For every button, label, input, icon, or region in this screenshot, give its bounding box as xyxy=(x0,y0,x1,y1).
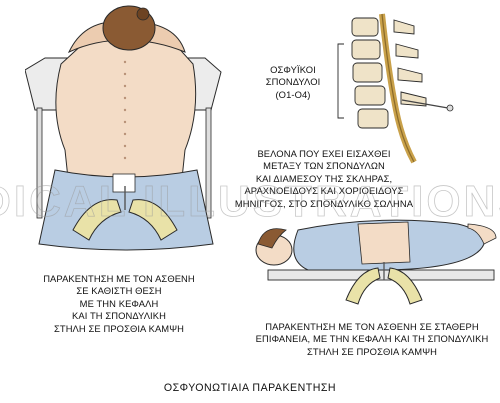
caption-line: ΑΡΑΧΝΟΕΙΔΟΥΣ ΚΑΙ ΧΟΡΙΟΕΙΔΟΥΣ xyxy=(244,185,404,197)
exam-table xyxy=(267,269,495,281)
hair-bun xyxy=(136,7,150,21)
sterile-drape xyxy=(112,173,136,193)
lying-position-label: ΠΑΡΑΚΕΝΤΗΣΗ ΜΕ ΤΟΝ ΑΣΘΕΝΗ ΣΕ ΣΤΑΘΕΡΗ ΕΠΙ… xyxy=(248,321,496,358)
stand-leg-right xyxy=(205,107,212,219)
caption-line: ΜΗΝΙΓΓΟΣ, ΣΤΟ ΣΠΟΝΔΥΛΙΚΟ ΣΩΛΗΝΑ xyxy=(234,197,414,209)
caption-line: ΚΑΙ ΤΗ ΣΠΟΝΔΥΛΙΚΗ xyxy=(72,310,166,322)
lumbar-spine-illustration xyxy=(337,13,454,164)
spine-line xyxy=(123,60,127,160)
patient-feet xyxy=(467,223,497,245)
caption-line: ΠΑΡΑΚΕΝΤΗΣΗ ΜΕ ΤΟΝ ΑΣΘΕΝΗ xyxy=(43,273,195,284)
caption-line: ΣΕ ΚΑΘΙΣΤΗ ΘΕΣΗ xyxy=(76,285,162,297)
caption-line: ΚΑΙ ΔΙΑΜΕΣΟΥ ΤΗΣ ΣΚΛΗΡΑΣ, xyxy=(255,172,393,184)
caption-line: ΟΣΦΥΪΚΟΙ xyxy=(270,64,316,75)
lumbar-vertebrae-label: ΟΣΦΥΪΚΟΙ ΣΠΟΝΔΥΛΟΙ (Ο1-Ο4) xyxy=(246,64,340,101)
patient-back xyxy=(55,35,197,189)
stand-leg-left xyxy=(36,107,43,219)
label-bracket xyxy=(337,43,344,119)
needle-insertion-label: ΒΕΛΟΝΑ ΠΟΥ ΕΧΕΙ ΕΙΣΑΧΘΕΙ ΜΕΤΑΞΥ ΤΩΝ ΣΠΟΝ… xyxy=(200,148,448,210)
lying-patient-illustration xyxy=(255,219,497,305)
page-title: ΟΣΦΥΟΝΩΤΙΑΙΑ ΠΑΡΑΚΕΝΤΗΣΗ xyxy=(163,382,337,394)
patient-hair xyxy=(257,228,287,249)
gloved-hand-right xyxy=(387,267,423,305)
sitting-patient-illustration xyxy=(25,5,222,251)
caption-line: ΠΑΡΑΚΕΝΤΗΣΗ ΜΕ ΤΟΝ ΑΣΘΕΝΗ ΣΕ ΣΤΑΘΕΡΗ xyxy=(265,321,479,332)
sitting-position-label: ΠΑΡΑΚΕΝΤΗΣΗ ΜΕ ΤΟΝ ΑΣΘΕΝΗ ΣΕ ΚΑΘΙΣΤΗ ΘΕΣ… xyxy=(16,273,222,335)
caption-line: ΜΕΤΑΞΥ ΤΩΝ ΣΠΟΝΔΥΛΩΝ xyxy=(263,160,385,172)
vertebral-bodies xyxy=(351,17,389,129)
gloved-hand-left xyxy=(72,199,122,241)
needle-hub xyxy=(446,104,454,112)
needle xyxy=(401,99,449,109)
gloved-hand-left xyxy=(345,267,381,305)
caption-line: ΣΤΗΛΗ ΣΕ ΠΡΟΣΘΙΑ ΚΑΜΨΗ xyxy=(306,345,438,357)
caption-line: ΣΠΟΝΔΥΛΟΙ xyxy=(265,76,321,88)
caption-line: ΜΕ ΤΗΝ ΚΕΦΑΛΗ xyxy=(79,297,159,309)
spinal-canal xyxy=(379,13,417,164)
patient-back xyxy=(357,221,411,265)
caption-line: ΣΤΗΛΗ ΣΕ ΠΡΟΣΘΙΑ ΚΑΜΨΗ xyxy=(53,322,185,334)
spinous-processes xyxy=(393,19,427,107)
gloved-hand-right xyxy=(128,199,178,241)
caption-line: ΕΠΙΦΑΝΕΙΑ, ΜΕ ΤΗΝ ΚΕΦΑΛΗ ΚΑΙ ΤΗ ΣΠΟΝΔΥΛΙ… xyxy=(255,333,489,345)
spinal-cord xyxy=(381,13,415,163)
caption-line: (Ο1-Ο4) xyxy=(275,88,311,100)
caption-line: ΒΕΛΟΝΑ ΠΟΥ ΕΧΕΙ ΕΙΣΑΧΘΕΙ xyxy=(257,148,391,159)
